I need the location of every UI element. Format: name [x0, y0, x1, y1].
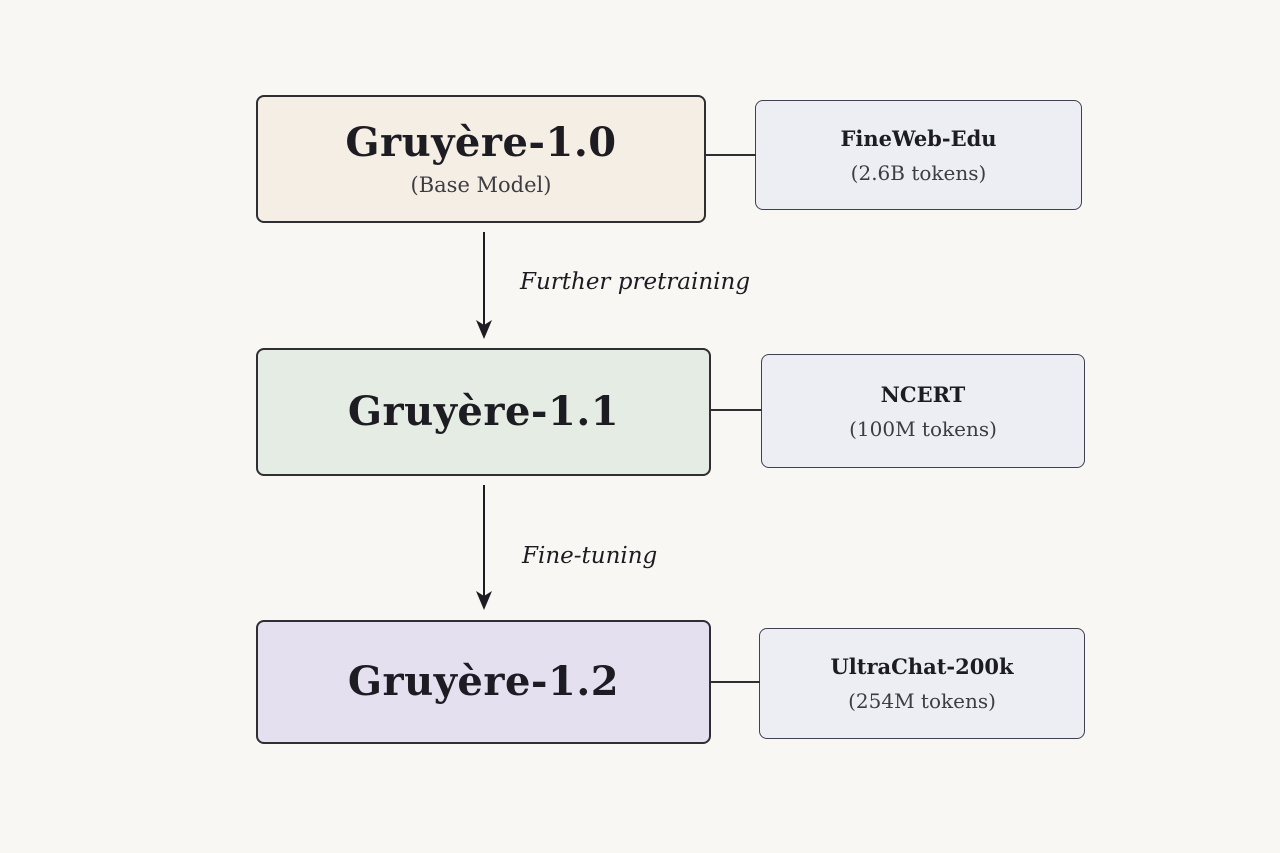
- dataset-name: NCERT: [880, 381, 966, 407]
- arrow-1-1-to-1-2: [476, 485, 492, 610]
- dataset-tokens: (100M tokens): [849, 416, 997, 441]
- dataset-connector: [706, 154, 756, 156]
- model-box-gruyere-1-1: Gruyère-1.1: [256, 348, 711, 476]
- model-box-gruyere-1-2: Gruyère-1.2: [256, 620, 711, 744]
- dataset-box-ultrachat-200k: UltraChat-200k (254M tokens): [759, 628, 1085, 739]
- transition-label-fine-tuning: Fine-tuning: [522, 543, 658, 569]
- dataset-box-fineweb-edu: FineWeb-Edu (2.6B tokens): [755, 100, 1082, 210]
- arrow-1-0-to-1-1: [476, 232, 492, 339]
- dataset-connector: [711, 409, 762, 411]
- dataset-tokens: (254M tokens): [848, 689, 996, 713]
- dataset-connector: [711, 681, 760, 683]
- model-title: Gruyère-1.2: [347, 658, 620, 705]
- dataset-name: FineWeb-Edu: [840, 125, 997, 151]
- model-subtitle: (Base Model): [410, 173, 552, 197]
- transition-label-further-pretraining: Further pretraining: [520, 269, 751, 295]
- model-title: Gruyère-1.0: [345, 119, 617, 166]
- model-box-gruyere-1-0: Gruyère-1.0 (Base Model): [256, 95, 706, 223]
- dataset-tokens: (2.6B tokens): [850, 160, 987, 185]
- model-title: Gruyère-1.1: [347, 388, 620, 435]
- dataset-name: UltraChat-200k: [830, 654, 1014, 679]
- dataset-box-ncert: NCERT (100M tokens): [761, 354, 1085, 468]
